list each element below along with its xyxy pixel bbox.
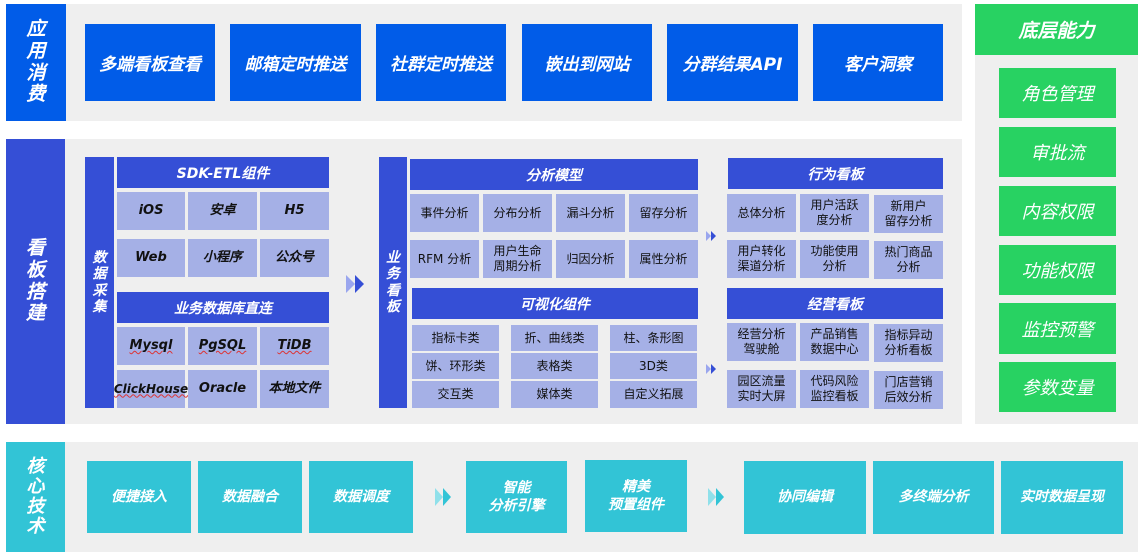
sdk-official-account[interactable]: 公众号	[260, 239, 329, 277]
viz-3d[interactable]: 3D类	[610, 353, 697, 379]
behavior-feature-usage[interactable]: 功能使用 分析	[800, 240, 869, 278]
db-clickhouse-label: ClickHouse	[113, 381, 189, 396]
tech-preset-components[interactable]: 精美 预置组件	[585, 460, 687, 532]
viz-interactive[interactable]: 交互类	[412, 381, 499, 408]
sdk-mini-program[interactable]: 小程序	[188, 239, 257, 277]
viz-indicator-card[interactable]: 指标卡类	[412, 325, 499, 351]
behavior-new-user-retention[interactable]: 新用户 留存分析	[874, 195, 943, 233]
tech-collaborative-editing[interactable]: 协同编辑	[744, 461, 866, 534]
analysis-models-header: 分析模型	[410, 159, 698, 190]
db-tidb-label: TiDB	[277, 337, 312, 353]
behavior-dashboard-header: 行为看板	[728, 158, 943, 189]
app-item-community-push[interactable]: 社群定时推送	[376, 24, 506, 101]
sdk-etl-header: SDK-ETL组件	[117, 157, 329, 188]
model-event-analysis[interactable]: 事件分析	[410, 194, 479, 232]
capability-approval-flow[interactable]: 审批流	[999, 127, 1116, 177]
dashboard-build-label: 看 板 搭 建	[6, 139, 65, 424]
flow-arrow-small-icon	[706, 231, 716, 241]
db-clickhouse[interactable]: ClickHouse	[113, 370, 189, 408]
model-retention-analysis[interactable]: 留存分析	[629, 194, 698, 232]
sdk-web[interactable]: Web	[117, 239, 185, 277]
capability-param-variable[interactable]: 参数变量	[999, 362, 1116, 412]
app-item-multi-dashboard[interactable]: 多端看板查看	[85, 24, 215, 101]
app-item-email-push[interactable]: 邮箱定时推送	[230, 24, 361, 101]
db-pgsql-label: PgSQL	[198, 337, 247, 353]
flow-arrow-icon	[346, 275, 364, 293]
capability-content-permission[interactable]: 内容权限	[999, 186, 1116, 236]
behavior-overall-analysis[interactable]: 总体分析	[727, 194, 796, 232]
model-attribution-analysis[interactable]: 归因分析	[556, 240, 625, 278]
db-direct-header: 业务数据库直连	[117, 292, 329, 323]
capability-monitor-alert[interactable]: 监控预警	[999, 303, 1116, 354]
behavior-conversion-channel[interactable]: 用户转化 渠道分析	[727, 240, 796, 278]
tech-data-scheduling[interactable]: 数据调度	[309, 461, 413, 533]
viz-bar-chart[interactable]: 柱、条形图	[610, 325, 697, 351]
behavior-hot-products[interactable]: 热门商品 分析	[874, 241, 943, 279]
viz-table[interactable]: 表格类	[511, 353, 598, 379]
model-distribution-analysis[interactable]: 分布分析	[483, 194, 552, 232]
app-item-embed-site[interactable]: 嵌出到网站	[522, 24, 652, 101]
base-capabilities-title: 底层能力	[975, 4, 1138, 55]
behavior-activity-analysis[interactable]: 用户活跃 度分析	[800, 194, 869, 232]
ops-metric-anomaly[interactable]: 指标异动 分析看板	[874, 324, 943, 362]
db-mysql-label: Mysql	[129, 337, 173, 353]
app-consumption-label: 应 用 消 费	[6, 4, 66, 121]
db-tidb[interactable]: TiDB	[260, 327, 329, 365]
flow-arrow-icon	[708, 488, 724, 506]
db-mysql[interactable]: Mysql	[117, 327, 185, 365]
viz-media[interactable]: 媒体类	[511, 381, 598, 408]
viz-line-curve[interactable]: 折、曲线类	[511, 325, 598, 351]
capability-role-management[interactable]: 角色管理	[999, 68, 1116, 118]
db-local-file[interactable]: 本地文件	[260, 370, 329, 408]
operations-dashboard-header: 经营看板	[727, 288, 943, 319]
ops-cockpit[interactable]: 经营分析 驾驶舱	[727, 323, 796, 361]
viz-pie-ring[interactable]: 饼、环形类	[412, 353, 499, 379]
model-attribute-analysis[interactable]: 属性分析	[629, 240, 698, 278]
db-oracle[interactable]: Oracle	[188, 370, 257, 408]
sdk-android[interactable]: 安卓	[188, 192, 257, 230]
ops-store-marketing[interactable]: 门店营销 后效分析	[874, 371, 943, 409]
ops-park-traffic-screen[interactable]: 园区流量 实时大屏	[727, 370, 796, 408]
model-rfm-analysis[interactable]: RFM 分析	[410, 240, 479, 278]
tech-multi-terminal[interactable]: 多终端分析	[873, 461, 994, 534]
tech-smart-analysis-engine[interactable]: 智能 分析引擎	[466, 461, 567, 533]
ops-sales-data-center[interactable]: 产品销售 数据中心	[800, 323, 869, 361]
capability-function-permission[interactable]: 功能权限	[999, 245, 1116, 295]
model-funnel-analysis[interactable]: 漏斗分析	[556, 194, 625, 232]
viz-custom-extension[interactable]: 自定义拓展	[610, 381, 697, 408]
data-collection-label: 数 据 采 集	[85, 157, 114, 408]
business-dashboard-label: 业 务 看 板	[379, 157, 407, 408]
tech-data-fusion[interactable]: 数据融合	[198, 461, 302, 533]
tech-easy-access[interactable]: 便捷接入	[87, 461, 191, 533]
core-tech-label: 核 心 技 术	[6, 442, 65, 552]
app-item-customer-insight[interactable]: 客户洞察	[813, 24, 943, 101]
flow-arrow-icon	[435, 488, 451, 506]
db-pgsql[interactable]: PgSQL	[188, 327, 257, 365]
app-item-segment-api[interactable]: 分群结果API	[667, 24, 798, 101]
visual-components-header: 可视化组件	[412, 288, 698, 319]
sdk-ios[interactable]: iOS	[117, 192, 185, 230]
model-lifecycle-analysis[interactable]: 用户生命 周期分析	[483, 240, 552, 278]
flow-arrow-small-icon	[706, 364, 716, 374]
tech-realtime-data[interactable]: 实时数据呈现	[1001, 461, 1123, 534]
sdk-h5[interactable]: H5	[260, 192, 329, 230]
ops-code-risk-monitor[interactable]: 代码风险 监控看板	[800, 370, 869, 408]
